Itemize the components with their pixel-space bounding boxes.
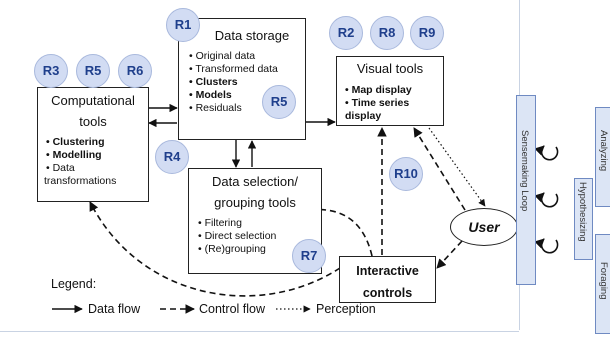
foraging-label: Foraging bbox=[598, 262, 609, 300]
legend-control-flow-label: Control flow bbox=[199, 302, 265, 316]
data-storage-box: Data storage Original data Transformed d… bbox=[178, 18, 306, 140]
analyzing-label: Analyzing bbox=[598, 130, 609, 172]
selection-title-line1: Data selection/ bbox=[212, 174, 298, 189]
loop-icon bbox=[534, 238, 559, 254]
storage-item: Clusters bbox=[189, 76, 305, 89]
visual-item: Time series bbox=[345, 97, 443, 110]
requirement-badge: R1 bbox=[166, 8, 200, 42]
storage-item: Models bbox=[189, 89, 305, 102]
visual-title: Visual tools bbox=[356, 61, 424, 76]
storage-item: Original data bbox=[189, 50, 305, 63]
sensemaking-loop-box bbox=[516, 95, 536, 285]
requirement-badge: R8 bbox=[370, 16, 404, 50]
selection-item: (Re)grouping bbox=[198, 243, 321, 256]
requirement-badge: R2 bbox=[329, 16, 363, 50]
computational-tools-box: Computational tools Clustering Modelling… bbox=[37, 87, 149, 202]
hypothesizing-label: Hypothesizing bbox=[577, 182, 588, 242]
foraging-box bbox=[595, 234, 610, 334]
storage-item: Residuals bbox=[189, 102, 305, 115]
computational-item: Clustering bbox=[46, 136, 148, 149]
computational-item: transformations bbox=[44, 175, 148, 188]
storage-item: Transformed data bbox=[189, 63, 305, 76]
requirement-badge: R7 bbox=[292, 239, 326, 273]
requirement-badge: R3 bbox=[34, 54, 68, 88]
legend-perception-label: Perception bbox=[316, 302, 376, 316]
computational-title-line2: tools bbox=[79, 114, 107, 129]
requirement-badge: R6 bbox=[118, 54, 152, 88]
requirement-badge: R5 bbox=[262, 85, 296, 119]
visual-tools-box: Visual tools Map display Time series dis… bbox=[336, 56, 444, 126]
computational-title-line1: Computational bbox=[51, 93, 135, 108]
requirement-badge: R4 bbox=[155, 140, 189, 174]
computational-item: Modelling bbox=[46, 149, 148, 162]
requirement-badge: R9 bbox=[410, 16, 444, 50]
interactive-line1: Interactive bbox=[356, 264, 419, 278]
hypothesizing-box bbox=[574, 178, 593, 260]
selection-item: Direct selection bbox=[198, 230, 321, 243]
control-interactive-to-comp bbox=[89, 201, 341, 297]
interactive-controls-box: Interactive controls bbox=[339, 256, 436, 303]
computational-item-text: transformations bbox=[44, 175, 117, 187]
selection-title-line2: grouping tools bbox=[214, 195, 296, 210]
legend-title: Legend: bbox=[51, 277, 97, 291]
analyzing-box bbox=[595, 107, 610, 207]
legend-data-flow-label: Data flow bbox=[88, 302, 141, 316]
loop-icon bbox=[534, 192, 559, 208]
user-ellipse: User bbox=[450, 208, 518, 246]
control-user-to-visual bbox=[413, 127, 466, 211]
interactive-line2: controls bbox=[362, 286, 413, 300]
visual-item: display bbox=[345, 110, 382, 122]
data-storage-title: Data storage bbox=[214, 28, 290, 43]
selection-item: Filtering bbox=[198, 217, 321, 230]
visual-item: Map display bbox=[345, 84, 443, 97]
bottom-divider bbox=[0, 331, 519, 332]
loop-icon bbox=[534, 145, 559, 161]
control-user-to-interactive bbox=[436, 240, 463, 269]
requirement-badge: R5 bbox=[76, 54, 110, 88]
requirement-badge: R10 bbox=[389, 157, 423, 191]
sensemaking-loop-label: Sensemaking Loop bbox=[519, 130, 530, 212]
computational-item: Data bbox=[46, 162, 148, 175]
control-interactive-to-selection bbox=[308, 204, 373, 257]
perception-visual-to-user bbox=[428, 127, 486, 207]
